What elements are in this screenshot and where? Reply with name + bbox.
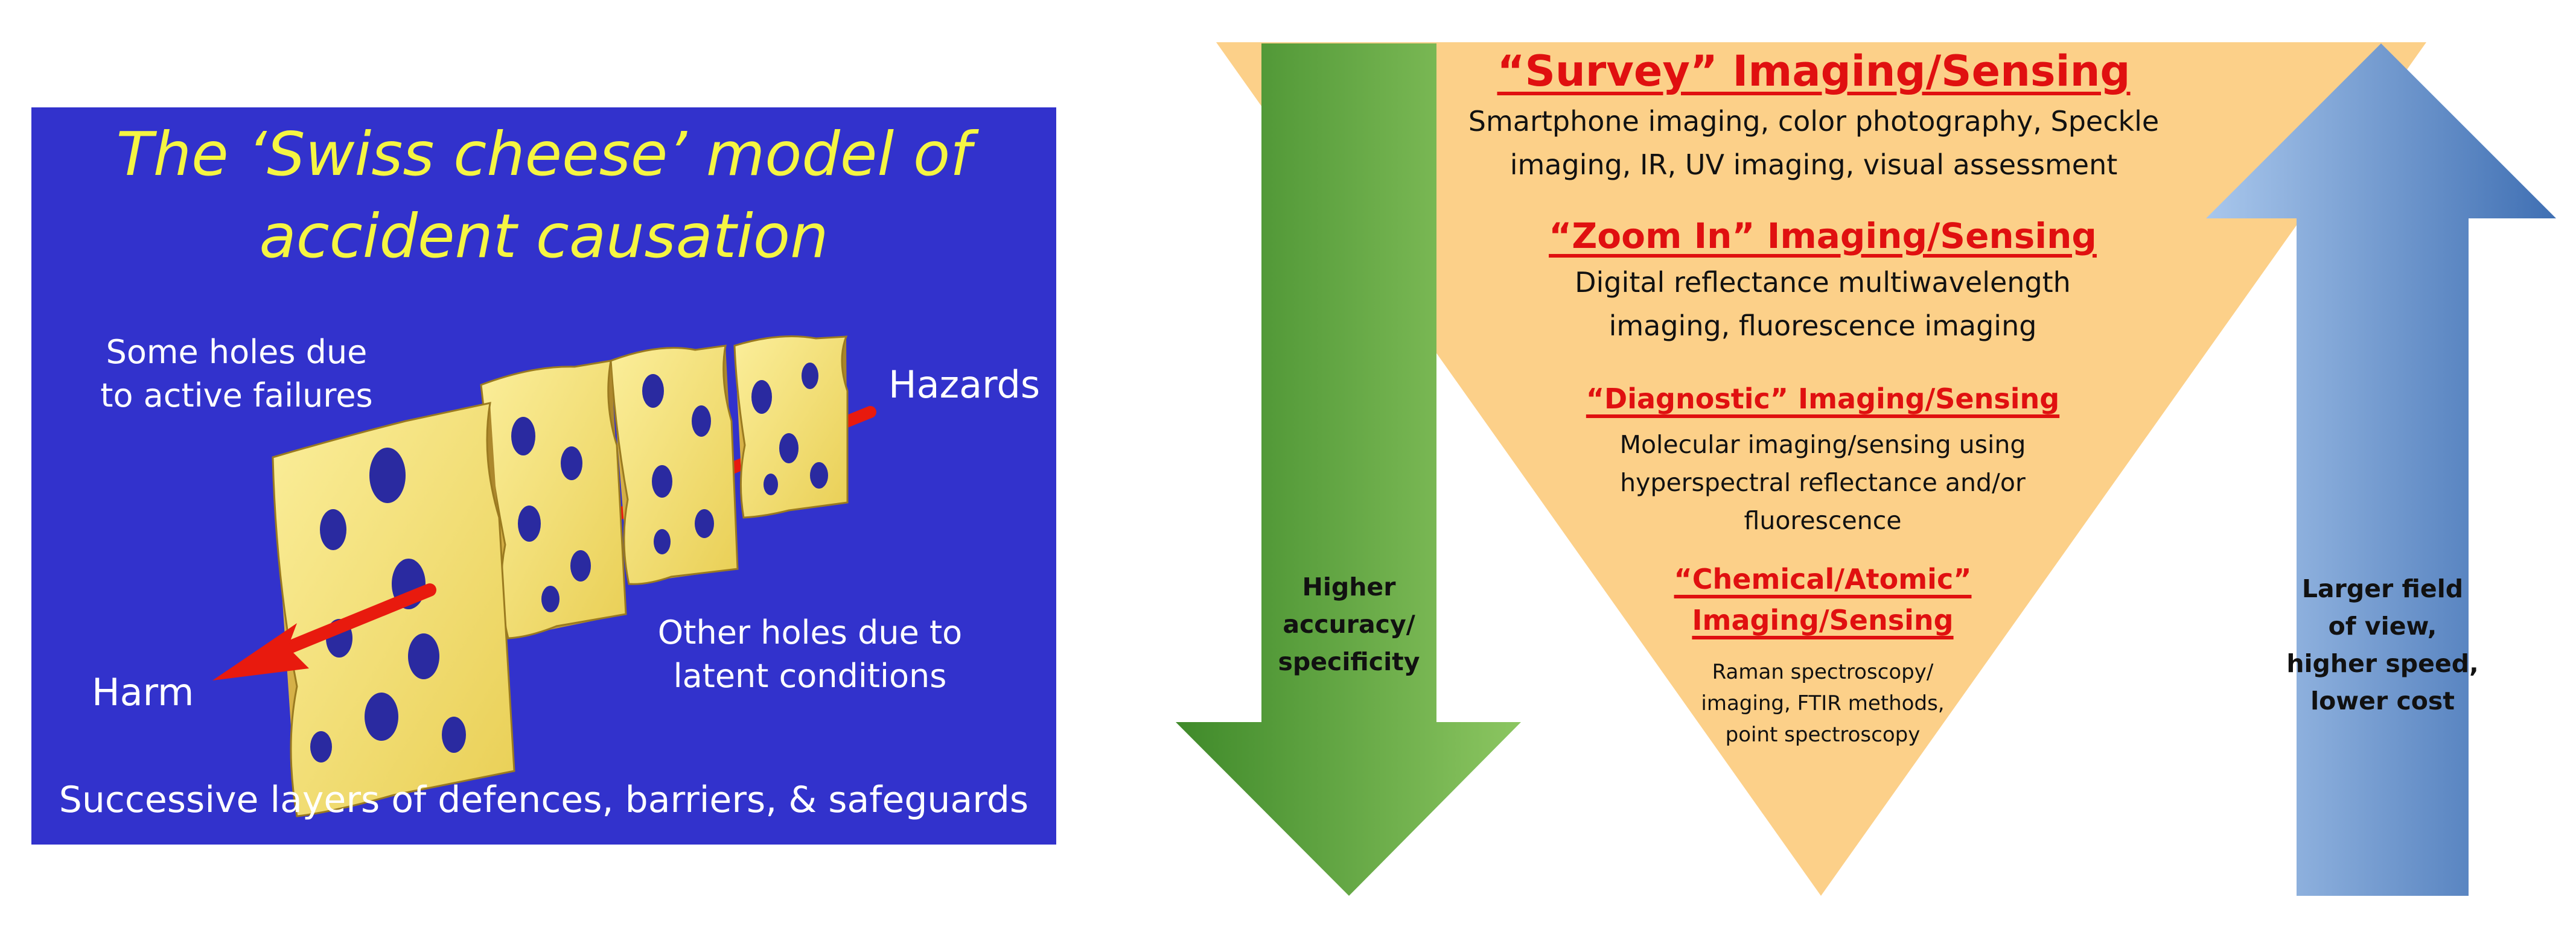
diagnostic-heading: “Diagnostic” Imaging/Sensing — [1586, 382, 2060, 415]
harm-arrowhead — [212, 623, 309, 680]
active-failures-label: Some holes due to active failures — [100, 333, 373, 414]
up-arrow-label: Larger field of view, higher speed, lowe… — [2286, 574, 2479, 715]
down-arrow-label: Higher accuracy/ specificity — [1278, 572, 1420, 676]
harm-label: Harm — [92, 670, 194, 714]
cheese-slice-3 — [610, 344, 739, 585]
cheese-illustration — [212, 335, 876, 817]
survey-heading: “Survey” Imaging/Sensing — [1497, 46, 2131, 96]
hazards-label: Hazards — [888, 363, 1041, 407]
zoom-in-description: Digital reflectance multiwavelength imag… — [1575, 266, 2071, 342]
cheese-slice-4 — [733, 335, 849, 519]
swiss-cheese-panel: The ‘Swiss cheese’ model of accident cau… — [31, 107, 1056, 845]
latent-conditions-label: Other holes due to latent conditions — [657, 614, 963, 695]
zoom-in-heading: “Zoom In” Imaging/Sensing — [1549, 215, 2097, 256]
up-arrow-blue — [2206, 43, 2556, 896]
hazard-arrow-front — [278, 583, 436, 656]
chemical-atomic-heading: “Chemical/Atomic” Imaging/Sensing — [1674, 563, 1972, 636]
swiss-cheese-title: The ‘Swiss cheese’ model of accident cau… — [116, 119, 972, 271]
chemical-atomic-description: Raman spectroscopy/ imaging, FTIR method… — [1701, 660, 1945, 747]
survey-description: Smartphone imaging, color photography, S… — [1468, 105, 2160, 181]
defences-footer: Successive layers of defences, barriers,… — [59, 779, 1029, 821]
diagnostic-description: Molecular imaging/sensing using hyperspe… — [1619, 430, 2026, 535]
cheese-slice-2 — [480, 360, 627, 639]
